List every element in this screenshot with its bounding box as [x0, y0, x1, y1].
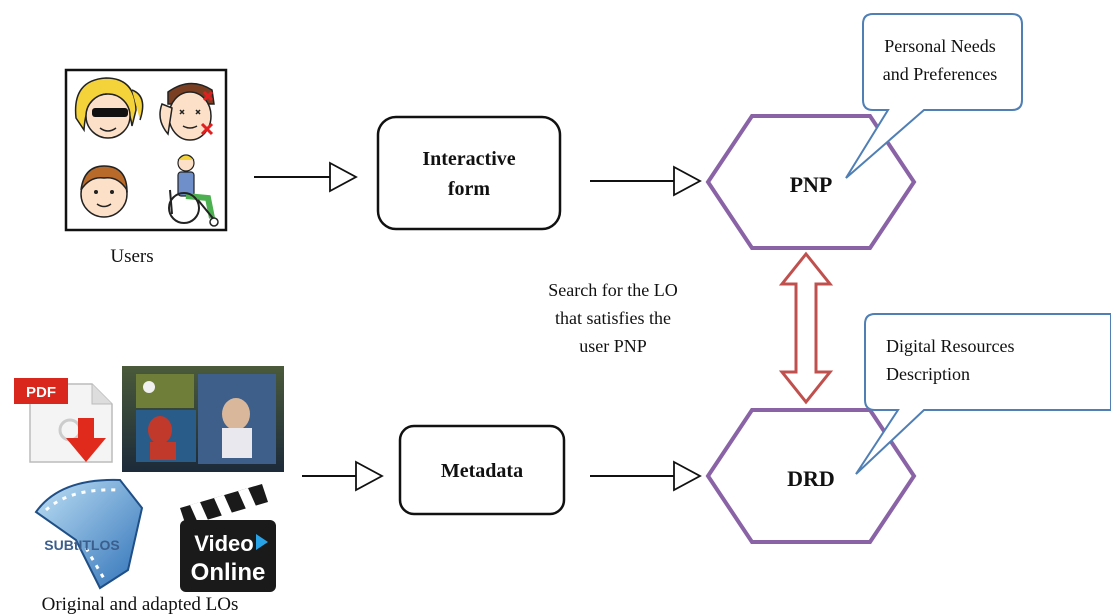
arrow-users-to-form: [254, 161, 358, 193]
callout-pnp-line2: and Preferences: [883, 64, 997, 84]
pdf-download-icon: PDF: [14, 378, 113, 463]
search-line2: that satisfies the: [555, 308, 671, 328]
double-arrow: [778, 251, 834, 405]
form-line1: Interactive: [422, 148, 515, 170]
pnp-callout: Personal Needs and Preferences: [845, 13, 1023, 179]
deaf-user-icon: [159, 82, 215, 141]
callout-pnp-line1: Personal Needs: [884, 36, 995, 56]
drd-callout: Digital Resources Description: [855, 313, 1111, 475]
subtitles-film-icon: SUBtITLOS: [34, 478, 144, 590]
video-screenshot-icon: [122, 366, 284, 472]
blonde-sunglasses-user-icon: [74, 77, 144, 139]
drd-label: DRD: [787, 466, 835, 491]
metadata-box: Metadata: [398, 424, 566, 516]
search-caption: Search for the LO that satisfies the use…: [548, 280, 677, 356]
arrow-los-to-metadata: [302, 460, 384, 492]
search-line3: user PNP: [579, 336, 647, 356]
subtitles-label: SUBtITLOS: [44, 537, 119, 553]
pnp-hexagon: PNP: [705, 114, 917, 250]
arrow-form-to-pnp: [590, 165, 702, 197]
drd-hexagon: DRD: [705, 408, 917, 544]
wheelchair-user-icon: [168, 154, 219, 227]
pdf-label: PDF: [26, 384, 56, 401]
callout-drd-line2: Description: [886, 364, 970, 384]
users-label: Users: [110, 246, 153, 267]
metadata-label: Metadata: [441, 460, 523, 482]
arrow-metadata-to-drd: [590, 460, 702, 492]
video-online-clapper-icon: Video Online: [180, 484, 276, 592]
users-pictogram: [64, 68, 228, 232]
video-label: Video: [194, 531, 254, 556]
child-user-icon: [80, 165, 128, 218]
pdf-badge: [14, 378, 68, 404]
form-line2: form: [448, 178, 491, 200]
callout-drd-line1: Digital Resources: [886, 336, 1014, 356]
interactive-form-box: Interactive form: [376, 115, 562, 231]
pnp-label: PNP: [790, 172, 833, 197]
search-line1: Search for the LO: [548, 280, 677, 300]
online-label: Online: [191, 559, 266, 586]
los-label: Original and adapted LOs: [42, 594, 239, 614]
